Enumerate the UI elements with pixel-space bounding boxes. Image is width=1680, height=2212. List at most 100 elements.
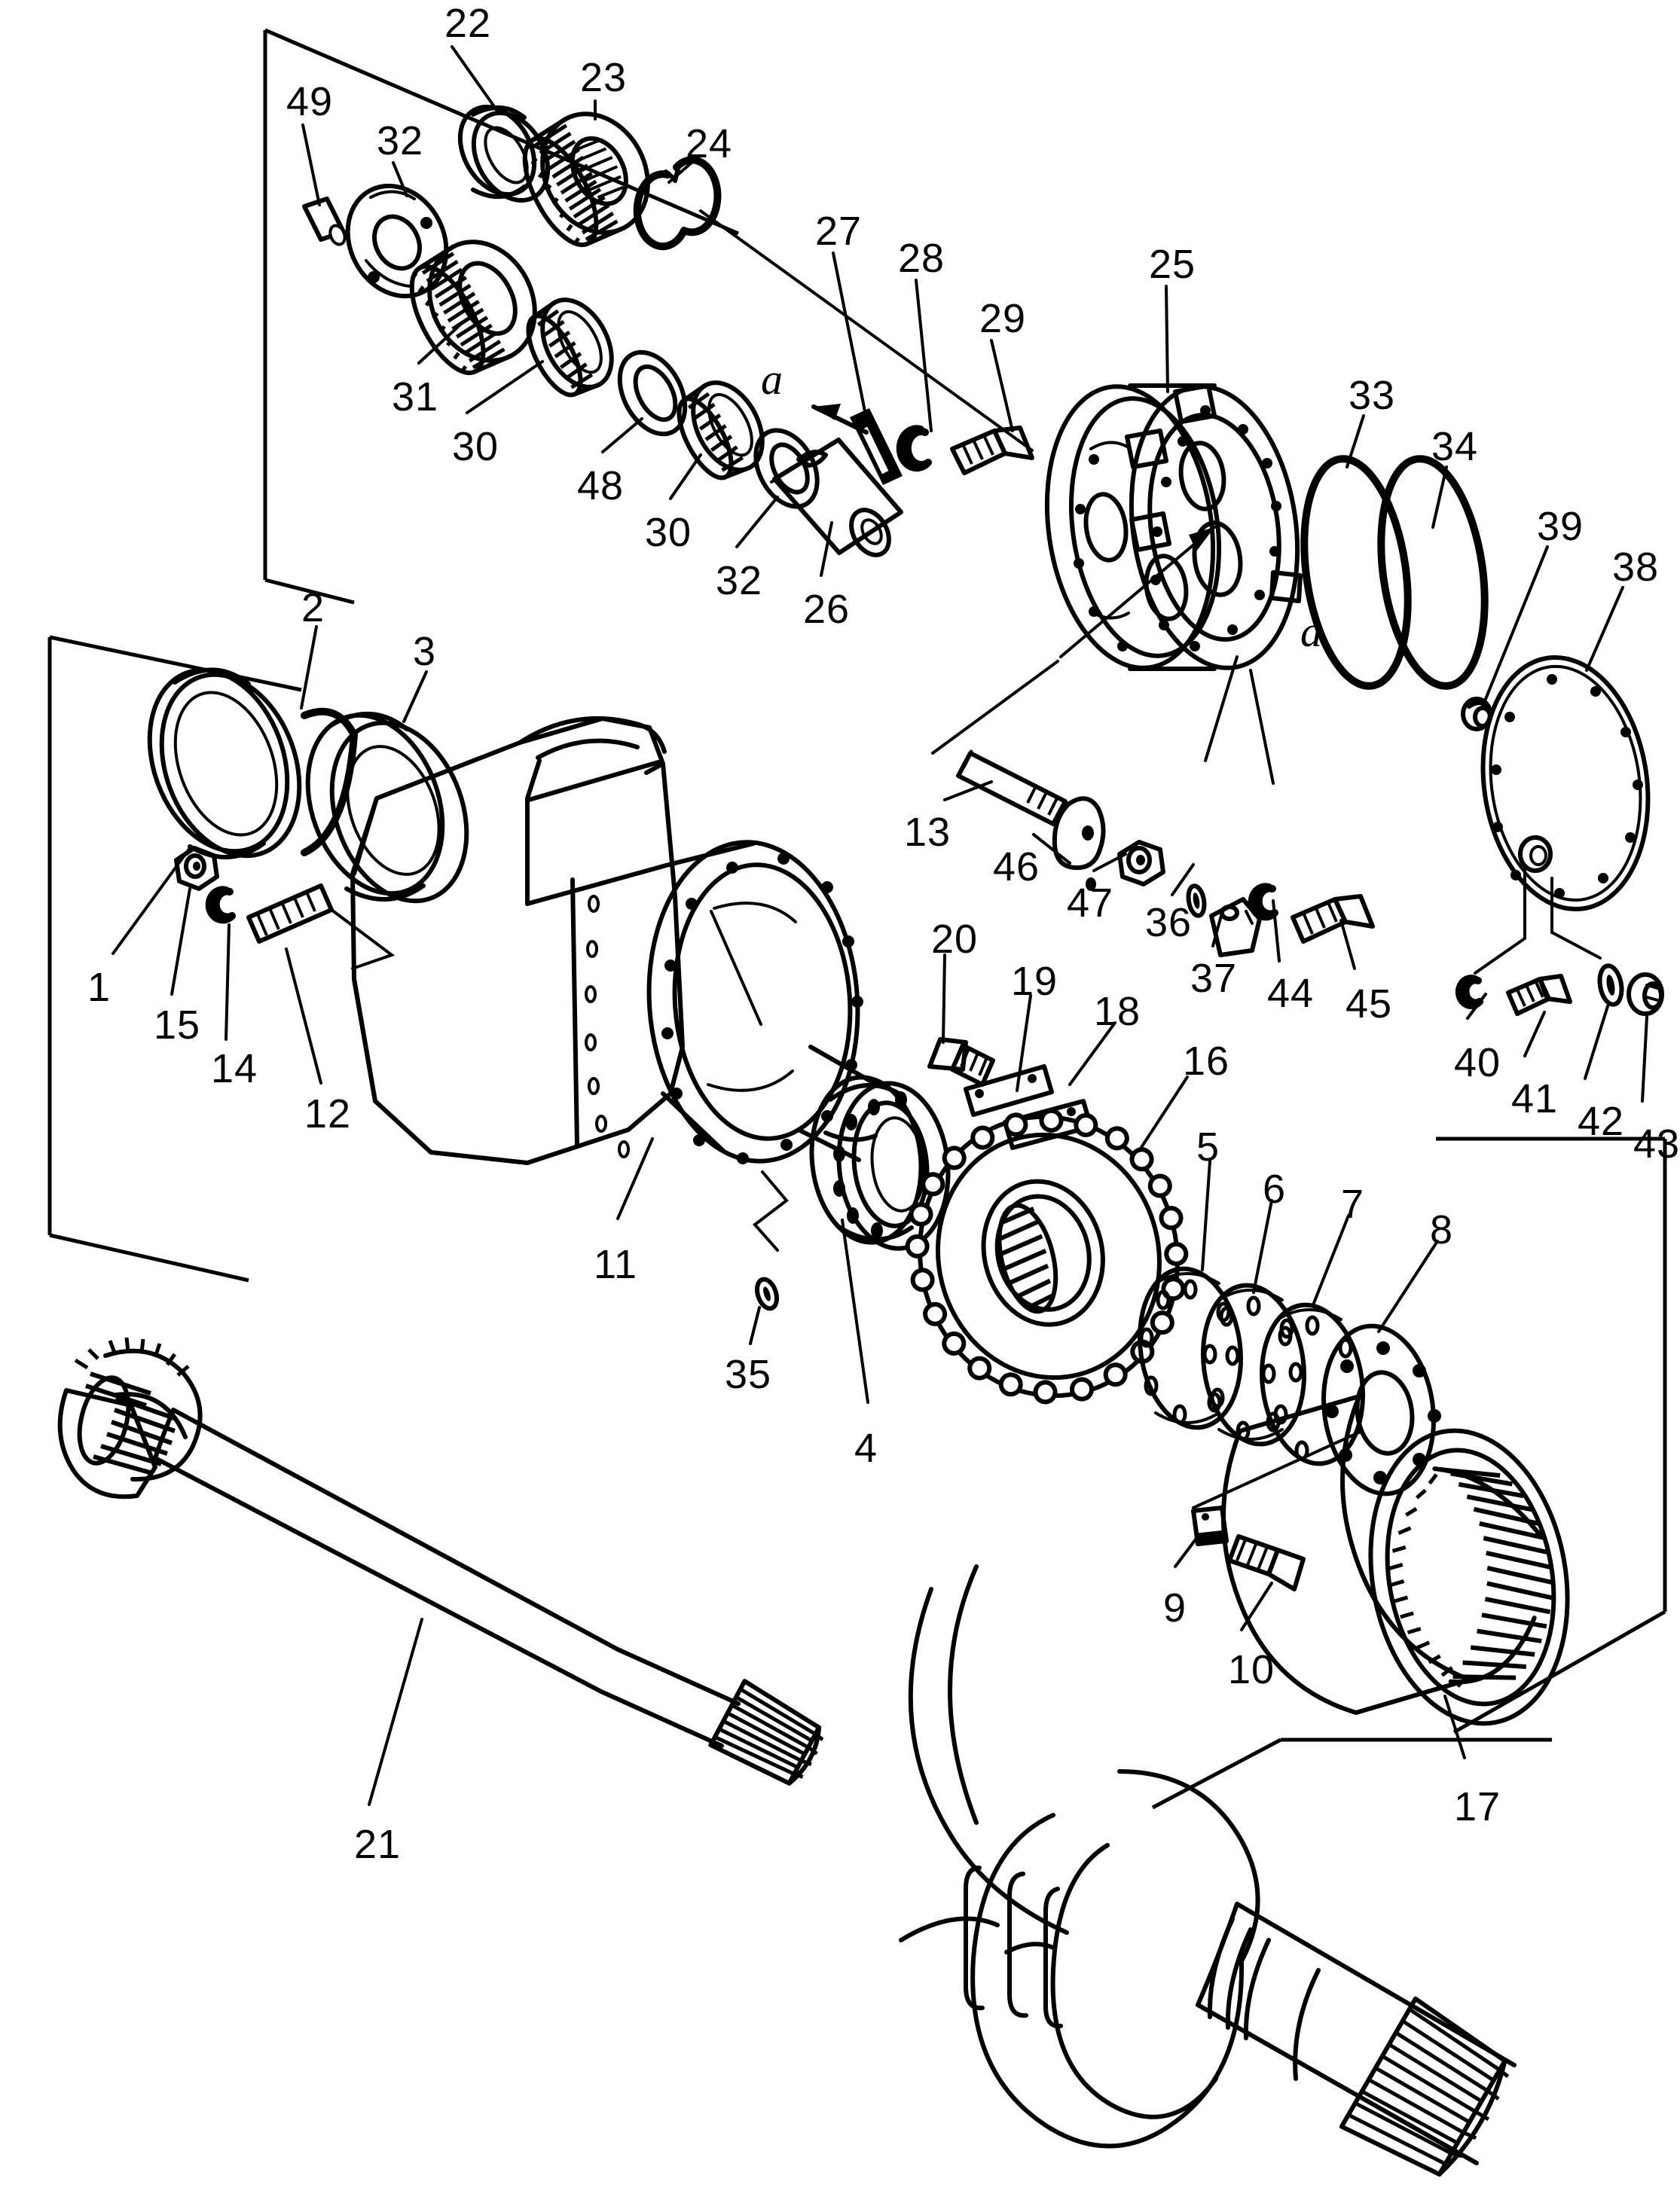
part-16-sun-gear (905, 1108, 1189, 1405)
part-14-lock-washer (205, 886, 236, 924)
callout-ball-bearing: 4 (854, 1426, 878, 1471)
callout-seal-ring: 1 (87, 965, 111, 1010)
callout-o-ring-plug: 35 (725, 1352, 772, 1397)
part-29-bolt (950, 426, 1034, 475)
part-45-bolt (1291, 894, 1375, 944)
callout-sun-gear: 16 (1183, 1039, 1230, 1084)
callout-oil-seal: 3 (413, 629, 437, 674)
part-41-bolt (1506, 974, 1572, 1016)
callout-nut: 15 (154, 1002, 201, 1048)
callout-hub-flange: 8 (1430, 1207, 1454, 1252)
callout-cover-plate: 38 (1612, 545, 1660, 590)
callout-ring-gear: 17 (1454, 1784, 1501, 1829)
callout-ball-bearing-ring: 22 (444, 1, 492, 46)
part-36-washer (1186, 883, 1207, 918)
callout-bolt-hex: 45 (1346, 981, 1393, 1027)
callout-plug-cover: 43 (1633, 1121, 1680, 1167)
callout-retainer-clip-c: 40 (1454, 1040, 1501, 1085)
group-frame-right (1436, 1137, 1667, 1735)
part-8-hub-flange (1321, 1323, 1441, 1497)
callout-needle-bearing-lower: 30 (645, 510, 692, 555)
callout-flange-3: 7 (1341, 1182, 1365, 1227)
group-frame-top-left (263, 28, 739, 605)
part-40-lock-washer (1455, 975, 1483, 1010)
leader-stud-to-housing (330, 908, 396, 970)
callout-o-ring-inner: 34 (1431, 424, 1479, 469)
part-21-axle-shaft (57, 1337, 824, 1786)
part-17-ring-gear (1221, 1394, 1570, 1726)
callout-needle-bearing-upper: 30 (452, 424, 499, 469)
callout-thrust-washer: 48 (577, 463, 625, 508)
part-25-planet-carrier (931, 383, 1303, 785)
part-42-washer (1597, 963, 1624, 1007)
part-5-flange (1137, 1266, 1244, 1430)
part-31-planet-gear (409, 240, 537, 376)
callout-planet-carrier: 25 (1149, 242, 1196, 287)
part-2-snap-ring (301, 707, 358, 856)
part-32-thrust-washer-plate (345, 183, 449, 299)
callout-stud-bolt: 12 (304, 1091, 352, 1137)
part-12-stud-bolt (246, 883, 334, 944)
callout-lock-washer-c: 44 (1267, 971, 1315, 1016)
section-marker-a-right: a (1300, 607, 1322, 656)
part-35-o-ring (755, 1277, 779, 1311)
callout-axle-shaft: 21 (354, 1822, 402, 1867)
part-47-nut (1117, 840, 1165, 886)
callout-thrust-washer-2: 32 (716, 558, 763, 603)
section-marker-a-left: a (761, 355, 783, 404)
part-3-oil-seal (305, 711, 469, 904)
part-43-plug (1627, 972, 1664, 1016)
callout-nut-hex: 47 (1067, 880, 1114, 926)
callout-key: 27 (815, 209, 863, 254)
leader-flange-to-plate (1192, 1429, 1364, 1509)
callout-wheel-hub-housing: 11 (594, 1242, 638, 1287)
callout-lock-bar-1: 19 (1011, 959, 1058, 1004)
callout-lock-washer: 14 (211, 1046, 258, 1091)
callout-bolt-small: 20 (931, 917, 979, 962)
callout-thrust-washer-plate: 32 (377, 118, 424, 163)
part-1-seal-ring (147, 667, 302, 860)
part-4-ball-bearing (809, 1075, 951, 1251)
group-frame-bottom (1151, 1738, 1552, 1810)
callout-snap-ring-housing: 2 (301, 585, 325, 630)
part-23-planet-gear (522, 111, 650, 248)
callout-snap-ring: 24 (686, 121, 733, 166)
leader-line-long-top (699, 209, 1034, 452)
callout-planet-gear-lower: 31 (392, 374, 439, 420)
leader-lines (111, 45, 1648, 1806)
callout-stud: 13 (904, 810, 951, 855)
callout-lock-bar-2: 18 (1094, 989, 1141, 1034)
part-11-wheel-hub-housing (350, 716, 878, 1165)
callout-flange-1: 5 (1196, 1124, 1220, 1170)
part-32-thrust-washer-2 (753, 428, 820, 509)
callout-lock-plate: 46 (993, 844, 1040, 889)
callout-washer-cover: 42 (1578, 1099, 1625, 1144)
group-frame-left (47, 635, 302, 1283)
callout-flange-2: 6 (1263, 1167, 1287, 1212)
callout-bolt-flange: 10 (1228, 1647, 1275, 1692)
callout-planet-gear-upper: 23 (580, 55, 628, 100)
callout-lock-plate-small: 9 (1163, 1585, 1187, 1631)
callout-plug: 39 (1537, 504, 1584, 549)
part-34-o-ring (1377, 455, 1489, 690)
part-28-retaining-clip (896, 425, 932, 472)
callout-bolt: 29 (979, 296, 1027, 341)
part-20-bolt (927, 1037, 995, 1087)
section-a-arrow-left (811, 404, 869, 435)
part-27-key (850, 408, 903, 485)
callout-bolt-cover: 41 (1511, 1076, 1559, 1121)
callout-planet-shaft: 26 (803, 587, 851, 632)
part-15-nut (174, 846, 219, 891)
part-38-cover-plate (1474, 654, 1651, 975)
part-49-pin (302, 197, 347, 246)
callout-washer-small: 36 (1145, 900, 1193, 945)
part-44-lock-washer (1248, 883, 1278, 921)
part-46-lock-plate (1052, 796, 1106, 891)
part-33-o-ring (1300, 455, 1412, 690)
callout-retaining-clip: 28 (898, 236, 945, 281)
callout-o-ring-outer: 33 (1349, 373, 1396, 418)
part-13-stud (956, 749, 1068, 826)
part-48-thrust-washer (617, 349, 688, 437)
